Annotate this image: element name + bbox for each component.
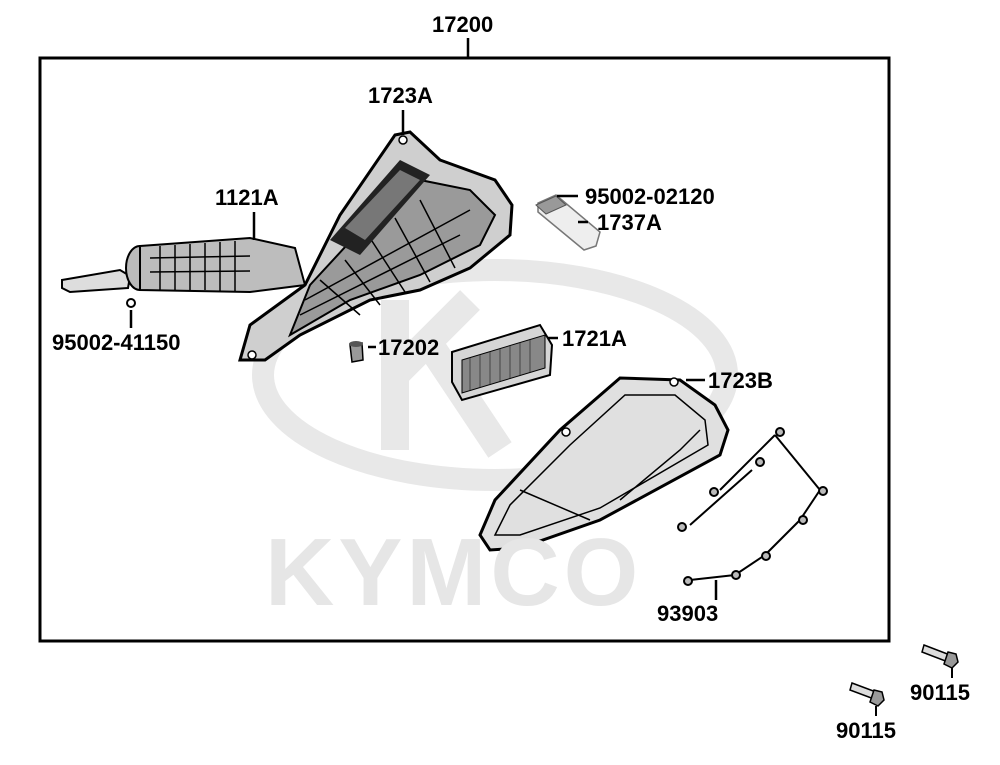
watermark-text: KYMCO: [265, 519, 643, 626]
bolt-b-part: [849, 682, 885, 716]
assembly-label: 17200: [432, 12, 494, 37]
label-bolt-b: 90115: [836, 718, 896, 743]
label-drain-plug: 17202: [378, 335, 440, 360]
label-intake-duct: 1121A: [215, 185, 279, 210]
label-outer-cover: 1723B: [708, 368, 773, 393]
bolt-a-part: [921, 644, 959, 678]
intake-duct-part: [61, 236, 307, 308]
label-intake-cover: 1723A: [368, 83, 433, 108]
air-box-case: [238, 130, 514, 362]
duct-clamp: [126, 298, 136, 308]
drain-plug-part: [349, 341, 364, 363]
label-duct-clamp: 95002-41150: [52, 330, 181, 355]
cover-screws-part: [677, 427, 828, 586]
label-drain-tube: 1737A: [597, 210, 662, 235]
label-filter-element: 1721A: [562, 326, 627, 351]
outer-cover-part: [478, 376, 730, 552]
leader-lines: [129, 110, 718, 600]
drain-tube-part: [535, 194, 601, 251]
assembly-frame: [38, 56, 891, 643]
label-drain-clamp: 95002-02120: [585, 184, 715, 209]
label-bolt-a: 90115: [910, 680, 970, 705]
label-cover-screws: 93903: [657, 601, 719, 626]
filter-element-part: [451, 323, 554, 402]
